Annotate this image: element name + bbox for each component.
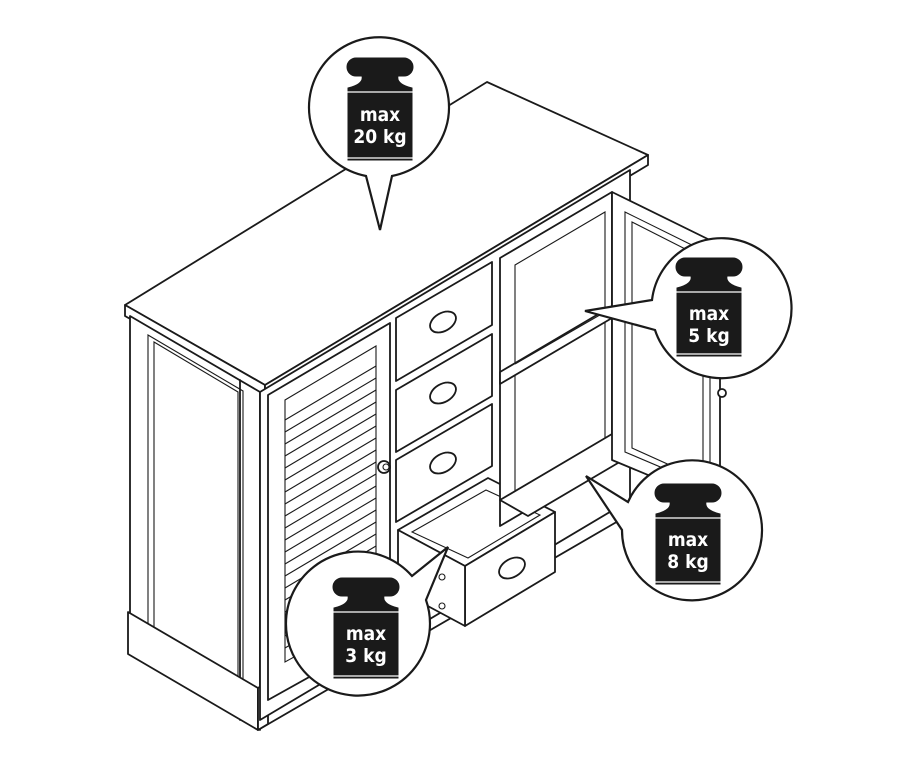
callout-top-max-20kg: max 20 kg [307,36,451,231]
weight-icon [673,257,745,357]
callout-bottom-max-8kg: max 8 kg [585,459,764,602]
door-knob-icon [717,388,727,398]
callout-bottom-line1: max [668,529,708,551]
callout-drawer-line2: 3 kg [345,645,386,667]
callout-top-line2: 20 kg [353,126,406,148]
right-compartment [499,191,641,527]
drawer-1 [395,261,493,382]
weight-icon [330,577,402,679]
weight-icon [652,483,724,585]
drawer-2 [395,333,493,453]
drawer-3 [395,403,493,523]
callout-bottom-line2: 8 kg [667,551,708,573]
callout-drawer-max-3kg: max 3 kg [284,546,450,697]
weight-icon [344,57,416,161]
door-knob-icon [377,460,391,474]
callout-shelf-line1: max [689,303,729,325]
callout-top-line1: max [360,104,400,126]
callout-shelf-max-5kg: max 5 kg [584,237,793,380]
callout-shelf-line2: 5 kg [688,325,729,347]
callout-drawer-line1: max [346,623,386,645]
